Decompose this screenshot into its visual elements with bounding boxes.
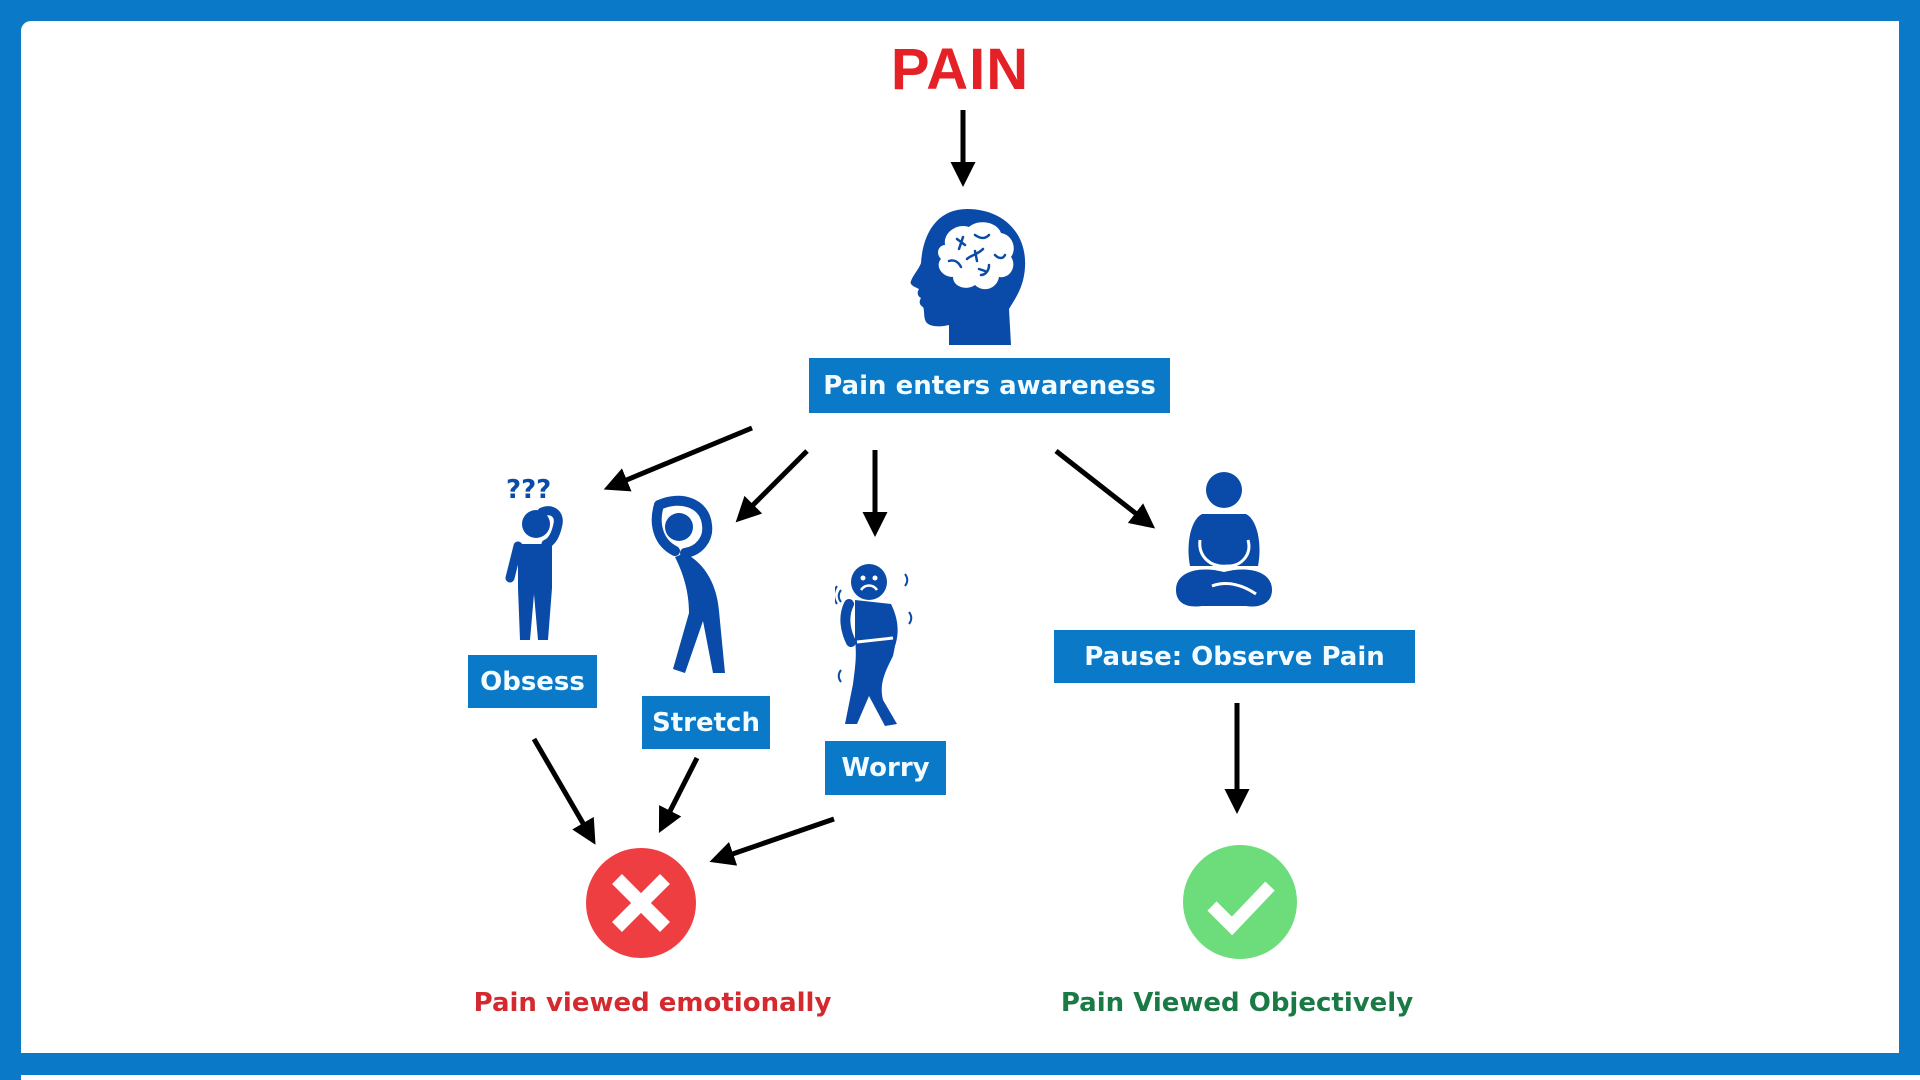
- arrow-awareness-to-stretch: [735, 449, 809, 523]
- confused-person-icon: ???: [505, 475, 563, 640]
- scared-person-icon: [835, 564, 913, 726]
- x-circle-icon: [586, 848, 696, 958]
- meditating-person-icon: [1176, 472, 1272, 607]
- awareness-label: Pain enters awareness: [823, 370, 1156, 401]
- obsess-label: Obsess: [480, 666, 585, 697]
- diagram-canvas: [21, 21, 1899, 1053]
- worry-label: Worry: [841, 753, 930, 783]
- arrow-awareness-to-pause: [1054, 449, 1156, 529]
- pause-label: Pause: Observe Pain: [1084, 641, 1385, 672]
- arrow-worry-to-x: [709, 816, 835, 866]
- bottom-strip: [21, 1075, 1920, 1080]
- brain-head-icon: [910, 209, 1026, 345]
- stretch-label: Stretch: [652, 707, 760, 738]
- obsess-box: Obsess: [468, 655, 597, 708]
- stretch-box: Stretch: [642, 696, 770, 749]
- arrow-awareness-to-obsess: [603, 425, 753, 492]
- pause-box: Pause: Observe Pain: [1054, 630, 1415, 683]
- check-circle-icon: [1183, 845, 1297, 959]
- positive-outcome-label: Pain Viewed Objectively: [1060, 988, 1414, 1018]
- awareness-box: Pain enters awareness: [809, 358, 1170, 413]
- worry-box: Worry: [825, 741, 946, 795]
- arrow-stretch-to-x: [658, 756, 700, 834]
- stretching-person-icon: [651, 495, 725, 673]
- arrow-obsess-to-x: [531, 737, 596, 845]
- diagram-title: PAIN: [890, 37, 1030, 102]
- negative-outcome-label: Pain viewed emotionally: [473, 988, 832, 1018]
- svg-text:???: ???: [506, 475, 551, 505]
